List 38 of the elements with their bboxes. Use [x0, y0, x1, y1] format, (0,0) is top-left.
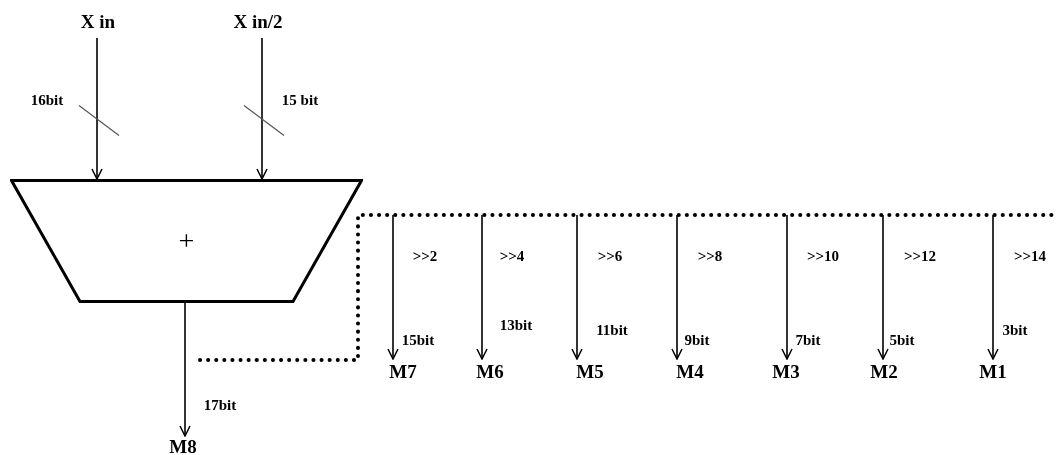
arrow: [987, 214, 999, 360]
edge-label: >>14: [1013, 247, 1047, 265]
arrow: [571, 214, 583, 360]
arrow: [476, 214, 488, 360]
arrow: [179, 302, 191, 437]
arrow: [877, 214, 889, 360]
adder-trapezoid: +: [10, 179, 363, 303]
arrow: [387, 214, 399, 360]
edge-label: 16bit: [30, 91, 64, 109]
output-label: M6: [476, 361, 504, 383]
bit-width-label: 7bit: [795, 331, 821, 349]
output-label: M2: [870, 361, 898, 383]
bit-width-label: 9bit: [684, 331, 710, 349]
edge-label: >>8: [697, 247, 723, 265]
arrow: [671, 214, 683, 360]
arrow: [91, 37, 103, 180]
bit-width-label: 13bit: [499, 316, 533, 334]
bit-width-label: 3bit: [1002, 321, 1028, 339]
output-label: M5: [576, 361, 604, 383]
output-label: M8: [169, 436, 197, 455]
edge-label: >>4: [499, 247, 525, 265]
arrow: [256, 37, 268, 180]
input-label: X in: [80, 11, 116, 33]
edge-label: 17bit: [203, 396, 237, 414]
edge-label: 15 bit: [281, 91, 319, 109]
edge-label: >>10: [806, 247, 840, 265]
output-label: M7: [389, 361, 417, 383]
bit-width-label: 5bit: [889, 331, 915, 349]
bit-width-label: 15bit: [401, 331, 435, 349]
output-label: M1: [979, 361, 1007, 383]
edge-label: >>2: [412, 247, 438, 265]
output-label: M3: [772, 361, 800, 383]
edge-label: >>12: [903, 247, 937, 265]
input-label: X in/2: [233, 11, 283, 33]
output-label: M4: [676, 361, 704, 383]
bit-width-label: 11bit: [596, 321, 628, 339]
edge-label: >>6: [597, 247, 623, 265]
arrow: [781, 214, 793, 360]
